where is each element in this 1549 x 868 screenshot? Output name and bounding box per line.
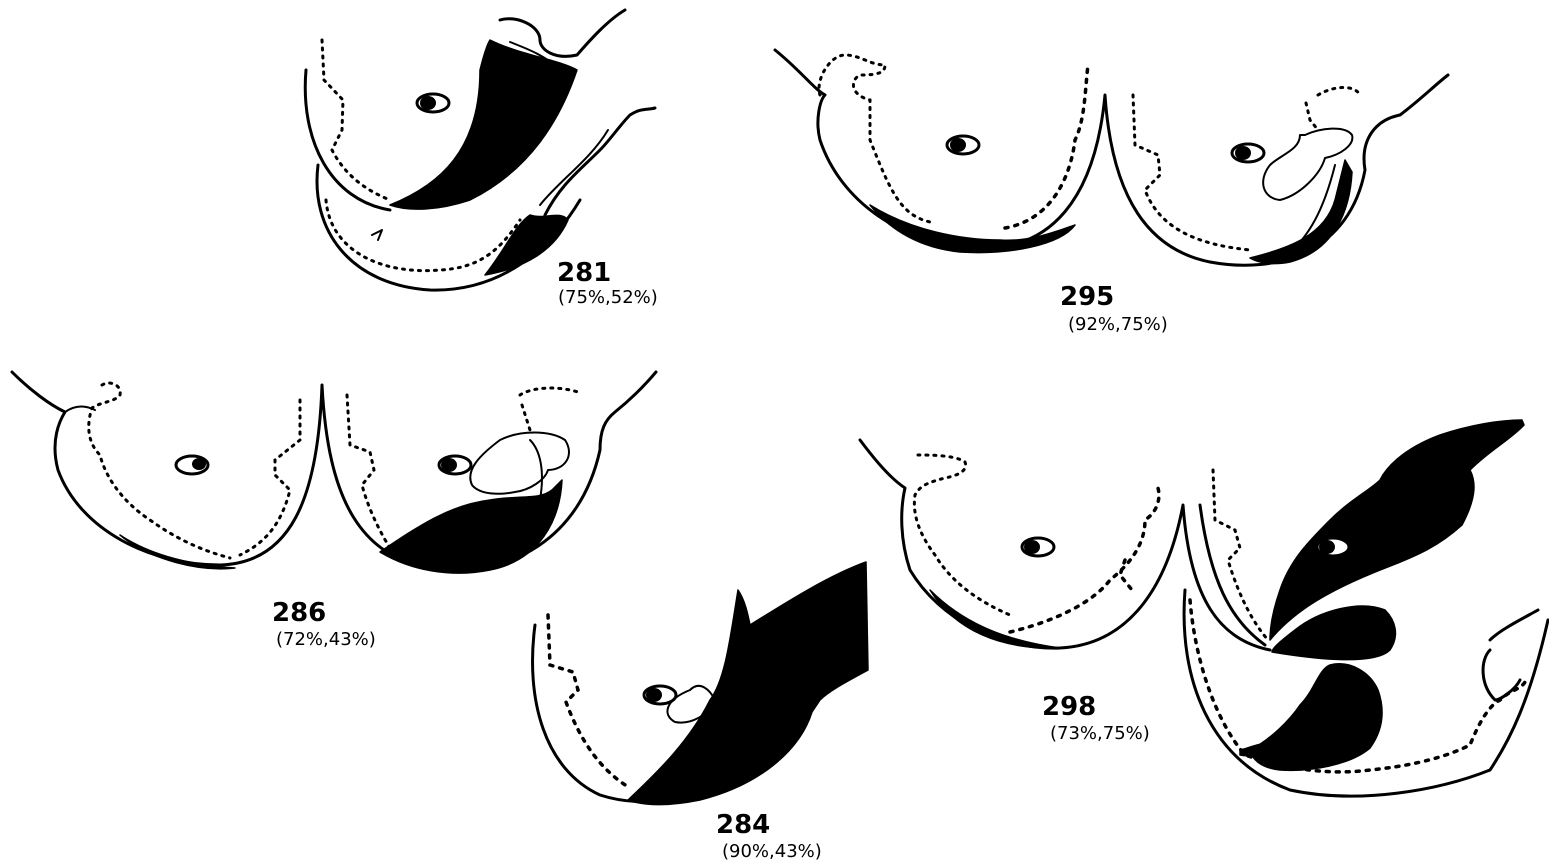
specimen-284-label: 284 (716, 810, 770, 840)
specimen-295-percentages: (92%,75%) (1068, 314, 1168, 335)
specimen-284-percentages: (90%,43%) (722, 841, 822, 862)
specimen-295: 295 (92%,75%) (775, 50, 1448, 335)
specimen-298-percentages: (73%,75%) (1050, 723, 1150, 744)
specimen-286: 286 (72%,43%) (12, 372, 656, 650)
specimen-281-percentages: (75%,52%) (558, 287, 658, 308)
specimen-284: 284 (90%,43%) (533, 562, 868, 862)
specimen-286-percentages: (72%,43%) (276, 629, 376, 650)
specimen-281: 281 (75%,52%) (305, 10, 658, 308)
specimen-281-label: 281 (557, 258, 611, 288)
specimen-298: 298 (73%,75%) (860, 420, 1548, 796)
specimen-286-label: 286 (272, 598, 326, 628)
specimen-298-label: 298 (1042, 692, 1096, 722)
specimen-295-label: 295 (1060, 282, 1114, 312)
